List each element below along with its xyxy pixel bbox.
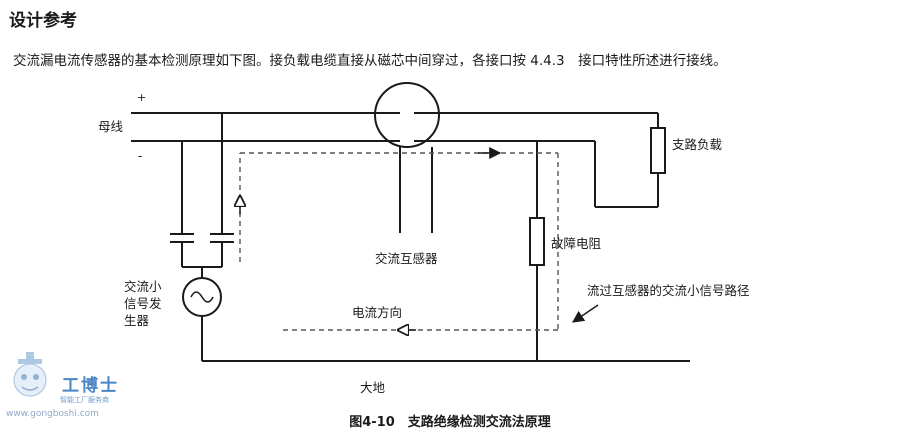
watermark-url: www.gongboshi.com [6, 409, 99, 419]
signal-path-label: 流过互感器的交流小信号路径 [587, 283, 750, 298]
branch-load-label: 支路负载 [672, 137, 723, 152]
ground-line [201, 316, 690, 362]
generator-label-line-2: 信号发 [124, 296, 162, 311]
coupling-capacitors [170, 113, 234, 278]
watermark-mascot-icon [13, 352, 47, 397]
generator-label-line-1: 交流小 [124, 279, 162, 294]
branch-load-resistor [650, 127, 666, 174]
plus-sign: + [137, 91, 146, 104]
figure-caption: 图4-10 支路绝缘检测交流法原理 [349, 415, 551, 430]
fault-resistor-label: 故障电阻 [551, 236, 602, 251]
ct-output-leads [399, 147, 433, 233]
busbar-label: 母线 [98, 119, 124, 134]
ct-label: 交流互感器 [375, 251, 438, 266]
fault-resistor [529, 217, 545, 266]
signal-path-leader [572, 304, 599, 323]
intro-paragraph: 交流漏电流传感器的基本检测原理如下图。接负载电缆直接从磁芯中间穿过，各接口按 4… [13, 53, 727, 69]
current-transformer-ring [374, 82, 440, 148]
generator-label-line-3: 生器 [124, 313, 150, 328]
sine-wave-icon [190, 291, 214, 303]
section-title: 设计参考 [9, 11, 77, 31]
watermark-subtitle: 智能工厂服务商 [60, 396, 109, 404]
minus-sign: - [138, 149, 142, 163]
ground-label: 大地 [360, 380, 386, 395]
busbar-lines [131, 112, 659, 208]
watermark-brand: 工博士 [62, 376, 119, 396]
current-direction-label: 电流方向 [352, 305, 402, 320]
